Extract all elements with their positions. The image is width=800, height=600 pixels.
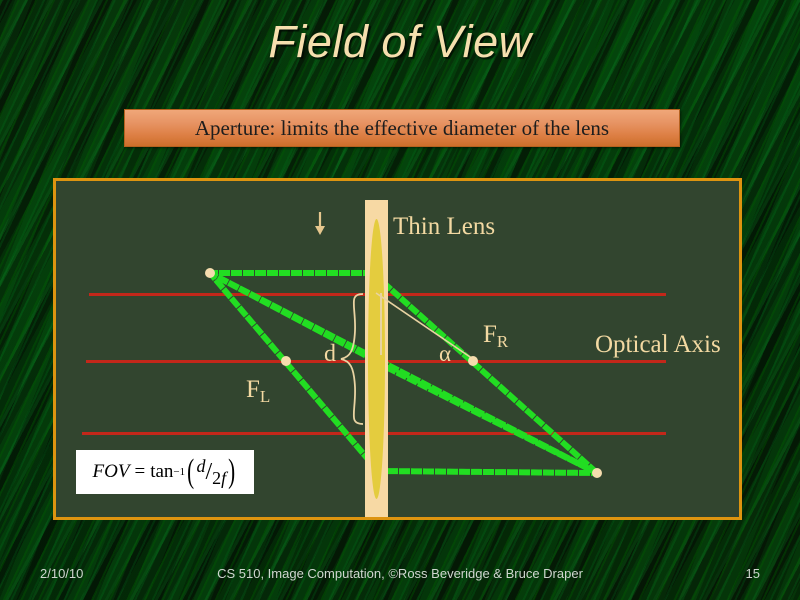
formula-denominator: 2f xyxy=(212,468,226,489)
ray-lower-in xyxy=(205,268,383,476)
footer-page-number: 15 xyxy=(745,566,760,581)
angle-alpha-svg xyxy=(375,292,477,362)
diameter-label: d xyxy=(324,341,336,367)
formula-denominator-coef: 2 xyxy=(212,467,222,488)
focal-right-dot xyxy=(468,356,478,366)
formula-paren-open: ( xyxy=(187,453,195,491)
diameter-brace xyxy=(340,293,364,425)
optical-axis-label: Optical Axis xyxy=(595,331,721,358)
formula-paren-close: ) xyxy=(228,453,236,491)
aperture-banner: Aperture: limits the effective diameter … xyxy=(124,109,680,147)
ray-lower-out xyxy=(374,467,601,477)
formula-function: tan xyxy=(150,461,174,482)
ray-diagram-svg xyxy=(205,268,602,478)
formula-equals: = xyxy=(134,461,146,482)
aperture-banner-text: Aperture: limits the effective diameter … xyxy=(194,115,610,140)
footer-date: 2/10/10 xyxy=(40,566,84,581)
focal-left-subscript: L xyxy=(259,386,271,406)
formula-numerator: d xyxy=(196,455,206,476)
focal-right-label: FR xyxy=(483,321,508,352)
formula-denominator-var: f xyxy=(221,467,227,488)
aperture-edge-marker xyxy=(380,293,382,355)
diameter-brace-svg xyxy=(340,293,364,425)
diagram-inner: Thin Lens Optical Axis d α FL FR xyxy=(56,181,739,517)
thin-lens-label: Thin Lens xyxy=(393,213,496,240)
object-point-dot xyxy=(205,268,215,278)
page-title: Field of View xyxy=(268,16,532,67)
image-point-dot xyxy=(592,468,602,478)
focal-right-letter: F xyxy=(483,321,497,348)
formula-fraction: d/2f xyxy=(196,455,226,489)
focal-left-dot xyxy=(281,356,291,366)
ray-focal-left-in xyxy=(205,268,381,366)
angle-alpha-line xyxy=(375,292,477,362)
lens-element xyxy=(368,219,385,499)
formula-exponent: −1 xyxy=(173,466,186,478)
focal-left-letter: F xyxy=(246,376,260,403)
formula-slash: / xyxy=(205,458,213,485)
formula-lhs: FOV xyxy=(92,461,130,482)
ray-exit-lower xyxy=(373,358,602,478)
focal-right-subscript: R xyxy=(496,331,509,351)
ray-parallel-out xyxy=(371,271,602,478)
focal-left-label: FL xyxy=(246,376,270,407)
aperture-arrow-icon xyxy=(315,212,325,235)
footer-attribution: CS 510, Image Computation, ©Ross Beverid… xyxy=(217,566,583,581)
fov-formula-box: FOV = tan−1 ( d/2f ) xyxy=(76,450,254,494)
angle-alpha-label: α xyxy=(439,341,452,366)
